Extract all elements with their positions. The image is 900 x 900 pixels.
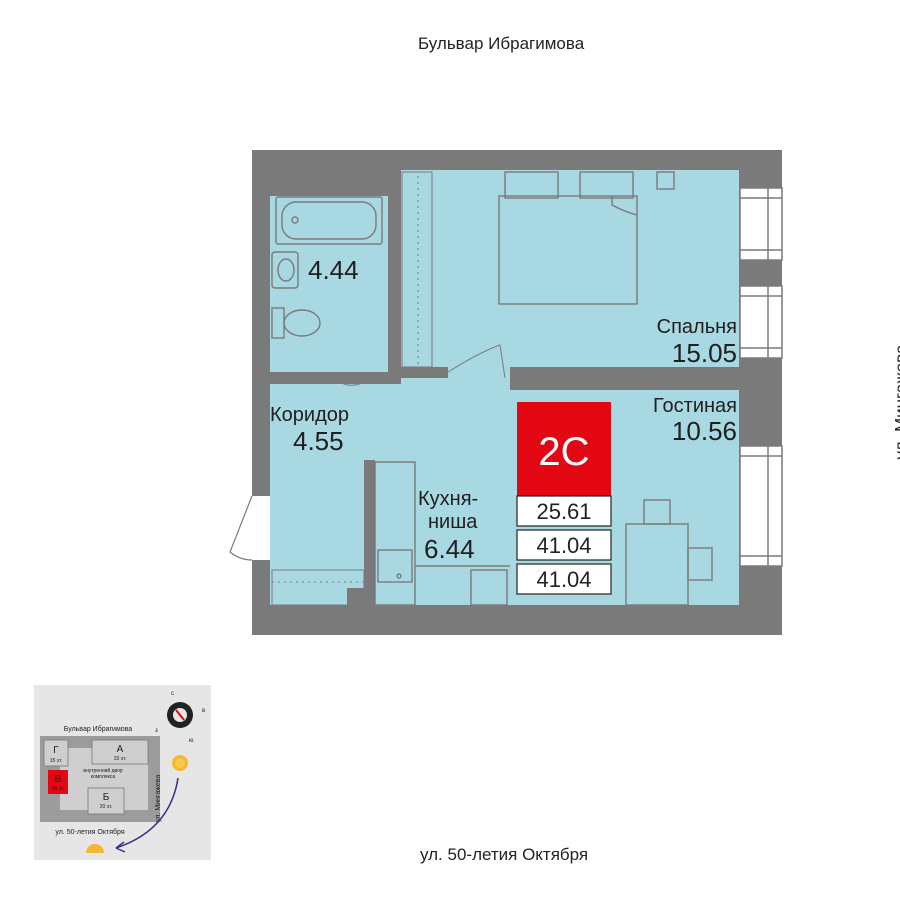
apartment-badge: 2С 25.61 41.04 41.04 xyxy=(516,402,612,595)
entrance-door xyxy=(229,495,270,561)
corridor-floor xyxy=(270,384,375,605)
living-label: Гостиная xyxy=(653,395,737,417)
site-minimap: Бульвар Ибрагимова Г 15 эт. А 33 эт. вну… xyxy=(34,685,211,860)
bathroom-area: 4.44 xyxy=(308,255,359,285)
svg-text:15 эт.: 15 эт. xyxy=(50,758,63,764)
minimap-street-bottom: ул. 50-летия Октября xyxy=(55,828,124,836)
windows xyxy=(739,187,783,567)
badge-code-box xyxy=(517,402,611,496)
sun-setting-icon xyxy=(86,844,104,853)
minimap-building-v: В 15 эт. xyxy=(48,770,68,794)
street-top-label: Бульвар Ибрагимова xyxy=(418,34,585,53)
svg-text:20 эт.: 20 эт. xyxy=(100,804,113,810)
corridor-shelf xyxy=(347,588,365,605)
kitchen-floor xyxy=(375,380,517,605)
svg-text:15 эт.: 15 эт. xyxy=(52,786,65,792)
svg-text:с: с xyxy=(171,691,174,697)
bedroom-label: Спальня xyxy=(657,316,737,338)
bath-sink xyxy=(271,251,299,289)
bathroom-floor xyxy=(270,196,388,372)
svg-text:33 эт.: 33 эт. xyxy=(114,756,127,762)
svg-text:з: з xyxy=(155,728,158,734)
kitchen-counter xyxy=(374,461,510,606)
svg-text:ю: ю xyxy=(189,738,194,744)
toilet xyxy=(271,307,321,339)
dining-table xyxy=(625,499,713,606)
bedroom-area: 15.05 xyxy=(672,338,737,368)
kitchen-label-line1: Кухня- xyxy=(418,488,478,510)
corridor-area: 4.55 xyxy=(293,426,344,456)
street-bottom-label: ул. 50-летия Октября xyxy=(420,845,589,864)
minimap-building-g: Г 15 эт. xyxy=(43,739,69,767)
interior-walls xyxy=(252,150,740,390)
kitchen-area: 6.44 xyxy=(424,534,475,564)
badge-area-2: 41.04 xyxy=(536,533,591,558)
kitchen-label-line2: ниша xyxy=(428,511,478,533)
minimap-building-a: А 33 эт. xyxy=(91,739,149,765)
sun-icon xyxy=(172,755,188,771)
minimap-courtyard-2: комплекса xyxy=(91,774,116,780)
svg-text:Г: Г xyxy=(53,745,59,756)
svg-text:Б: Б xyxy=(103,792,110,803)
minimap-street-top: Бульвар Ибрагимова xyxy=(64,725,133,733)
floor-areas xyxy=(270,170,739,605)
badge-code: 2С xyxy=(538,430,589,474)
compass-icon: с в ю з xyxy=(155,691,205,744)
corridor-label: Коридор xyxy=(270,404,349,426)
bed xyxy=(498,171,675,305)
badge-area-box-2 xyxy=(516,529,612,561)
sun-path-arrow xyxy=(115,777,179,849)
living-area: 10.56 xyxy=(672,416,737,446)
minimap-courtyard-1: внутренний двор xyxy=(83,767,123,774)
bathtub xyxy=(275,196,383,245)
svg-text:А: А xyxy=(117,744,124,755)
minimap-street-side: ул. Мингажева xyxy=(155,775,162,822)
badge-area-3: 41.04 xyxy=(536,567,591,592)
svg-text:В: В xyxy=(55,774,62,785)
kitchen-partition xyxy=(364,460,375,605)
minimap-building-b: Б 20 эт. xyxy=(87,787,125,815)
bedroom-floor xyxy=(401,170,739,370)
badge-area-1: 25.61 xyxy=(536,499,591,524)
badge-area-box-1 xyxy=(516,495,612,527)
badge-area-box-3 xyxy=(516,563,612,595)
svg-text:в: в xyxy=(202,708,205,714)
